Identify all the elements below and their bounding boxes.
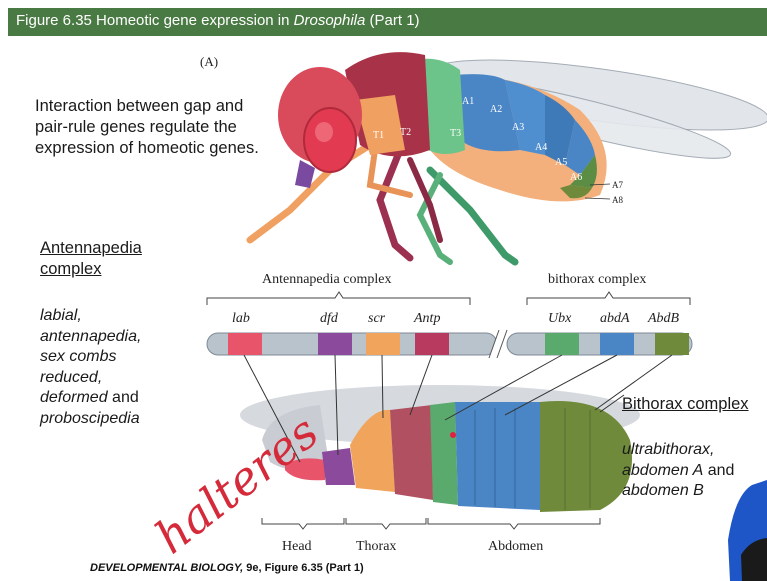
head-brace <box>262 518 344 529</box>
gene-band-dfd <box>318 333 352 355</box>
bithorax-complex-label: bithorax complex <box>548 272 646 287</box>
gene-item-deformed-line: deformed and <box>40 388 180 409</box>
fly-pointer-A8 <box>585 198 610 199</box>
gene-item-proboscipedia: proboscipedia <box>40 409 180 430</box>
region-label-thorax: Thorax <box>356 539 396 554</box>
fly-label-A6: A6 <box>570 172 582 183</box>
fly-label-T2: T2 <box>400 127 411 138</box>
gene-band-abdb <box>655 333 689 355</box>
chromosome-diagram: Antennapedia complex bithorax complex la… <box>207 272 692 358</box>
antennapedia-section-title: Antennapedia complex <box>40 238 170 280</box>
panel-label: (A) <box>200 54 218 69</box>
antennapedia-brace <box>207 292 470 305</box>
footer-title: DEVELOPMENTAL BIOLOGY, <box>90 562 243 574</box>
gene-band-antp <box>415 333 449 355</box>
gene-item-abdomen-a: abdomen A <box>622 462 703 479</box>
fly-label-T3: T3 <box>450 128 461 139</box>
region-label-abdomen: Abdomen <box>488 539 543 554</box>
gene-label-antp: Antp <box>413 311 440 326</box>
gene-item-deformed: deformed <box>40 389 108 406</box>
gene-item-and: and <box>108 389 139 406</box>
embryo-abdomen-abda <box>455 402 540 510</box>
fly-label-A1: A1 <box>462 96 474 107</box>
gene-item-reduced: reduced, <box>40 368 180 389</box>
gene-label-abdb: AbdB <box>647 311 680 326</box>
gene-label-ubx: Ubx <box>548 311 572 326</box>
fly-eye-highlight <box>315 122 333 142</box>
gene-item-abdomen-a-line: abdomen A and <box>622 461 767 482</box>
gene-band-abda <box>600 333 634 355</box>
footer-rest: 9e, Figure 6.35 (Part 1) <box>243 562 363 574</box>
figure-footer: DEVELOPMENTAL BIOLOGY, 9e, Figure 6.35 (… <box>90 562 364 574</box>
bithorax-gene-list: ultrabithorax, abdomen A and abdomen B <box>622 440 767 502</box>
gene-band-lab <box>228 333 262 355</box>
gene-label-scr: scr <box>368 311 386 326</box>
fly-eye <box>304 108 356 172</box>
gene-item-abdomen-b: abdomen B <box>622 481 767 502</box>
antennapedia-gene-list: labial, antennapedia, sex combs reduced,… <box>40 306 180 429</box>
gene-item-ultrabithorax: ultrabithorax, <box>622 440 767 461</box>
fly-label-A5: A5 <box>555 157 567 168</box>
antennapedia-complex-label: Antennapedia complex <box>262 272 391 287</box>
fly-label-T1: T1 <box>373 130 384 141</box>
embryo-marker-dot <box>450 432 456 438</box>
embryo-head-dfd <box>322 448 355 485</box>
gene-item-and2: and <box>703 462 734 479</box>
bithorax-section-title: Bithorax complex <box>622 394 767 415</box>
fly-label-A2: A2 <box>490 104 502 115</box>
abdomen-brace <box>428 518 600 529</box>
thorax-brace <box>346 518 426 529</box>
fly-illustration: T1 T2 T3 A1 A2 A3 A4 A5 A6 A7 A8 <box>250 46 767 262</box>
gene-label-abda: abdA <box>600 311 630 326</box>
bithorax-brace <box>527 292 690 305</box>
fly-label-A3: A3 <box>512 122 524 133</box>
gene-label-dfd: dfd <box>320 311 339 326</box>
intro-text: Interaction between gap and pair-rule ge… <box>35 96 280 159</box>
gene-band-ubx <box>545 333 579 355</box>
fly-label-A7: A7 <box>612 180 623 190</box>
embryo-thorax-antp <box>390 405 433 500</box>
fly-leg-mid <box>380 150 410 258</box>
gene-item-antennapedia: antennapedia, <box>40 327 180 348</box>
region-label-head: Head <box>282 539 312 554</box>
embryo-abdomen-ubx <box>430 402 458 505</box>
gene-item-labial: labial, <box>40 306 180 327</box>
fly-label-A4: A4 <box>535 142 547 153</box>
gene-item-sex-combs: sex combs <box>40 347 180 368</box>
gene-label-lab: lab <box>232 311 250 326</box>
fly-label-A8: A8 <box>612 195 623 205</box>
gene-band-scr <box>366 333 400 355</box>
